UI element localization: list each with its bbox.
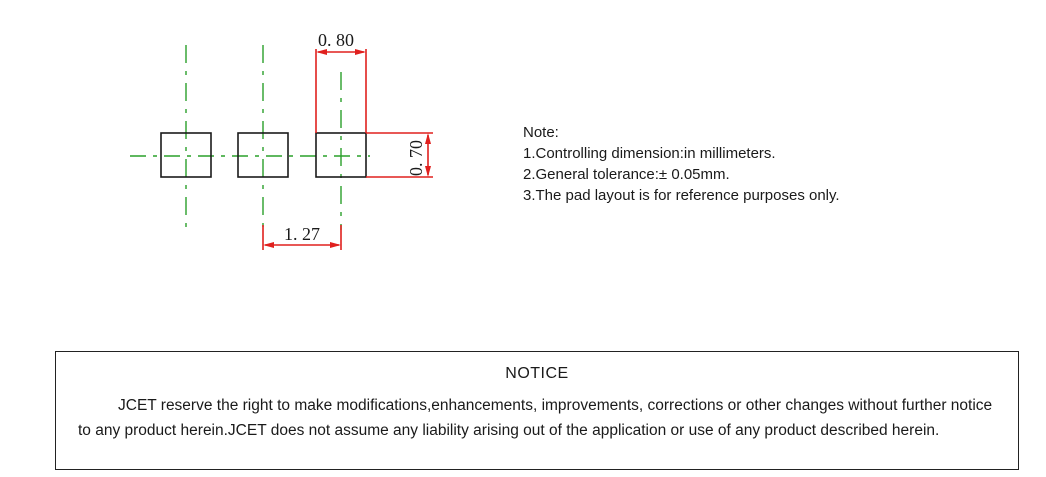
notes-block: Note: 1.Controlling dimension:in millime… — [523, 122, 840, 206]
pad-height-label: 0. 70 — [406, 140, 426, 176]
notice-box: NOTICE JCET reserve the right to make mo… — [55, 351, 1019, 470]
pad-width-dimension — [315, 49, 367, 133]
note-line-3: 3.The pad layout is for reference purpos… — [523, 187, 840, 204]
pad-width-label: 0. 80 — [318, 30, 354, 50]
vertical-centerlines — [185, 45, 342, 230]
pad-3 — [315, 132, 367, 178]
pitch-dimension — [262, 225, 342, 250]
pad-height-dimension — [366, 132, 433, 178]
pad-2 — [237, 132, 289, 178]
pad-1 — [160, 132, 212, 178]
note-line-1: 1.Controlling dimension:in millimeters. — [523, 145, 776, 162]
pitch-label: 1. 27 — [284, 224, 320, 244]
note-line-2: 2.General tolerance:± 0.05mm. — [523, 166, 730, 183]
note-title: Note: — [523, 124, 559, 141]
notice-body: JCET reserve the right to make modificat… — [78, 397, 993, 439]
notice-title: NOTICE — [505, 365, 569, 382]
pads — [160, 132, 367, 178]
